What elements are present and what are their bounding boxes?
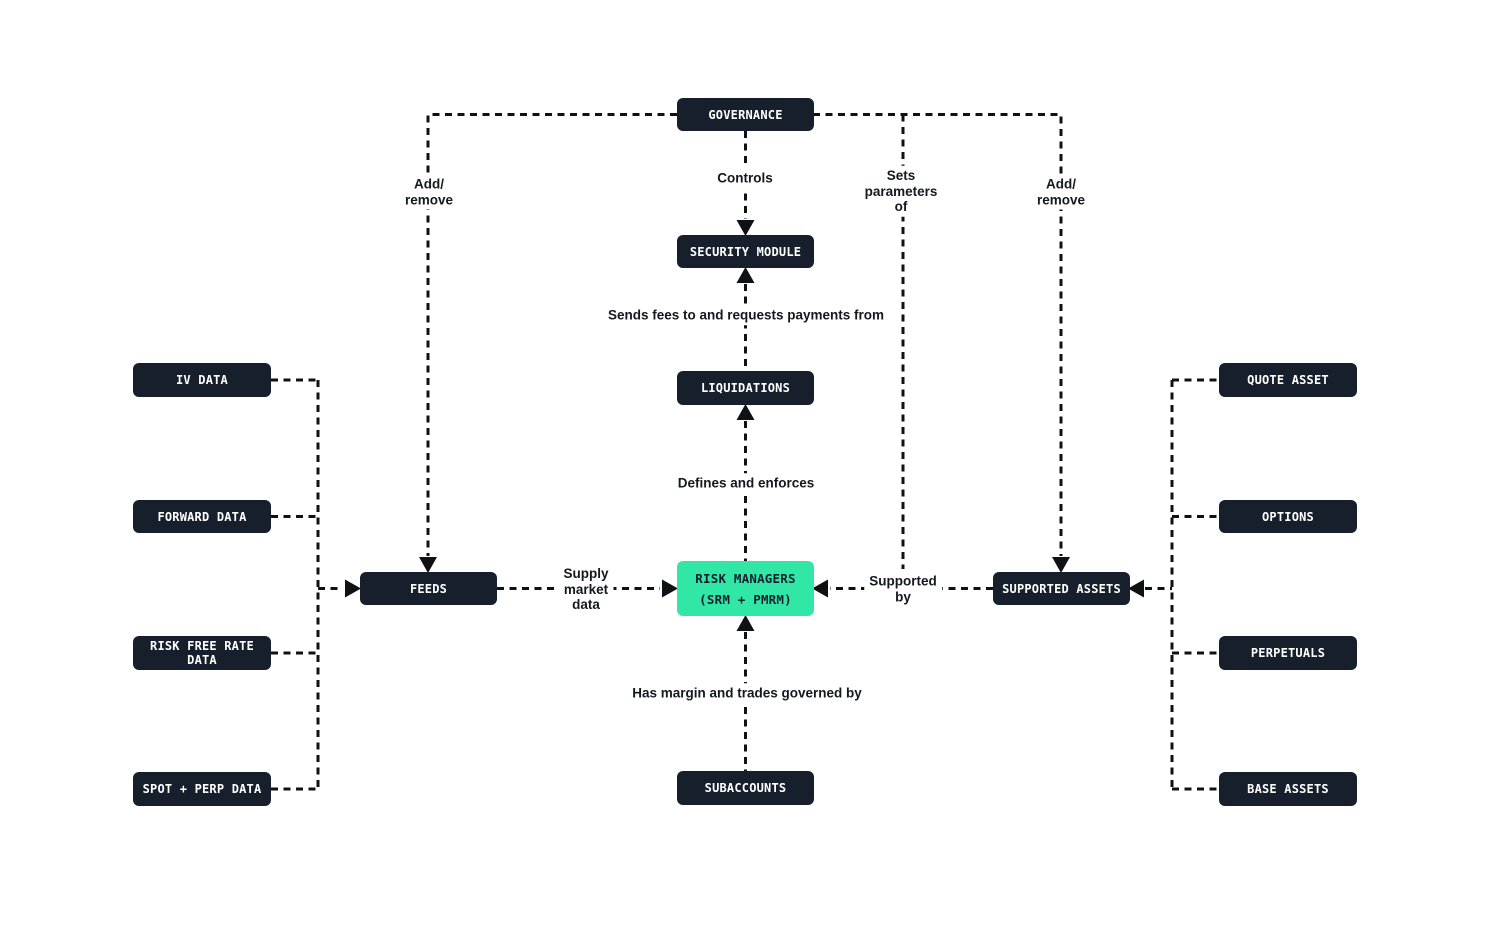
arrowhead-into-feeds-left [345, 579, 361, 598]
edge-label-supply-market-data: Supply market data [558, 563, 614, 615]
node-liquidations: LIQUIDATIONS [677, 371, 814, 405]
node-risk-managers: RISK MANAGERS (SRM + PMRM) [677, 561, 814, 616]
edge-label-sets-parameters-of: Sets parameters of [859, 165, 943, 217]
node-iv-data: IV DATA [133, 363, 271, 397]
edge-label-sends-fees: Sends fees to and requests payments from [602, 305, 890, 325]
node-forward-data: FORWARD DATA [133, 500, 271, 533]
node-governance: GOVERNANCE [677, 98, 814, 131]
arrowhead-into-risk-managers-left [662, 579, 678, 598]
node-risk-free-rate-data: RISK FREE RATE DATA [133, 636, 271, 670]
node-supported-assets: SUPPORTED ASSETS [993, 572, 1130, 605]
edge-label-has-margin: Has margin and trades governed by [627, 683, 867, 703]
arrowhead-into-supported-assets-right [1128, 579, 1144, 598]
node-perpetuals: PERPETUALS [1219, 636, 1357, 670]
edge-label-add-remove-right: Add/ remove [1031, 174, 1091, 210]
node-base-assets: BASE ASSETS [1219, 772, 1357, 806]
arrowhead-into-supported-assets-top [1052, 557, 1070, 573]
edge-label-defines-and-enforces: Defines and enforces [672, 473, 820, 493]
node-quote-asset: QUOTE ASSET [1219, 363, 1357, 397]
arrowhead-into-security-module-bottom [736, 267, 755, 283]
edge-label-supported-by: Supported by [864, 571, 942, 607]
edge-label-add-remove-left: Add/ remove [399, 174, 459, 210]
arrowhead-into-risk-managers-right [812, 579, 828, 598]
node-spot-perp-data: SPOT + PERP DATA [133, 772, 271, 806]
arrowhead-into-security-module-top [736, 220, 755, 236]
arrowhead-into-feeds-top [419, 557, 437, 573]
node-security-module: SECURITY MODULE [677, 235, 814, 268]
node-options: OPTIONS [1219, 500, 1357, 533]
arrowhead-into-risk-managers-bottom [736, 615, 755, 631]
node-feeds: FEEDS [360, 572, 497, 605]
connector-governance-supported-assets [813, 113, 1063, 556]
edge-label-controls: Controls [712, 168, 778, 188]
arrowhead-into-liquidations-bottom [736, 404, 755, 420]
node-subaccounts: SUBACCOUNTS [677, 771, 814, 805]
connector-governance-feeds [426, 113, 677, 556]
